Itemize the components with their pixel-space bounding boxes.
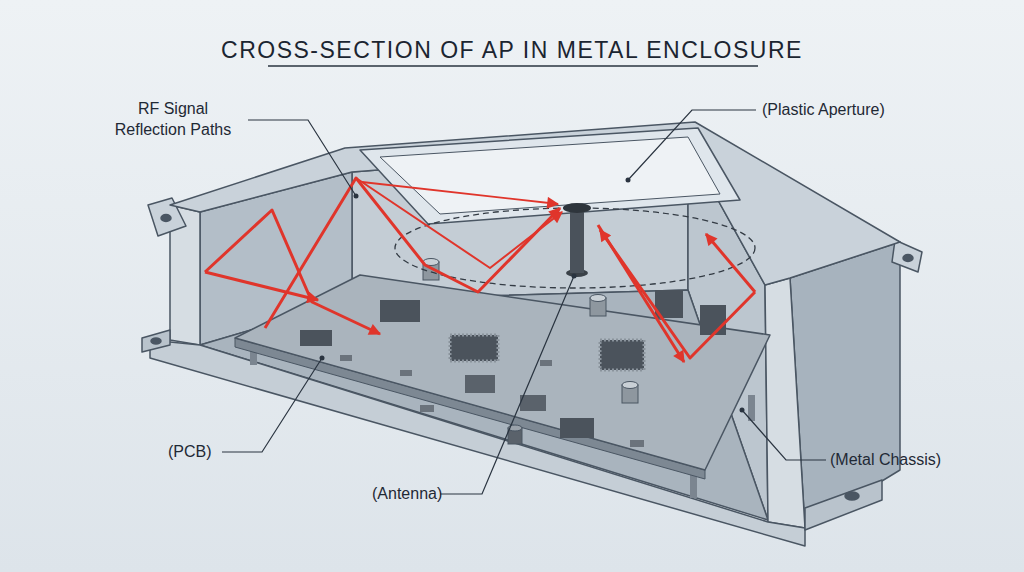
metal-chassis <box>142 122 922 546</box>
chassis-top-rim <box>170 122 900 285</box>
leader-dot <box>354 194 359 199</box>
pcb <box>235 259 770 499</box>
leader-line <box>222 358 322 452</box>
rf-path <box>205 210 380 334</box>
leader-dots <box>320 178 745 413</box>
leader-dot <box>572 274 577 279</box>
capacitor <box>622 382 638 389</box>
plastic-aperture <box>360 128 740 224</box>
leader-dot <box>740 408 745 413</box>
mounting-hole <box>903 255 913 262</box>
antenna-rod <box>570 208 584 273</box>
chip <box>465 375 495 393</box>
leader-dot <box>320 356 325 361</box>
part-label: (Antenna) <box>372 483 442 504</box>
smd-part <box>340 355 352 361</box>
smd-part <box>630 440 644 447</box>
leader-line <box>742 410 826 460</box>
chip <box>300 330 332 346</box>
aperture-frame <box>360 128 740 224</box>
chip <box>450 335 498 361</box>
part-label: (PCB) <box>168 441 212 462</box>
mounting-flange <box>142 330 170 352</box>
mounting-hole <box>151 338 161 344</box>
smd-part <box>400 370 412 376</box>
part-label: (Metal Chassis) <box>830 449 941 470</box>
chip <box>560 418 594 438</box>
rf-path <box>356 178 562 268</box>
antenna-cap <box>563 203 591 213</box>
chip <box>380 300 420 322</box>
rf-path <box>265 178 560 328</box>
rf-path <box>706 234 755 292</box>
mounting-hole <box>161 215 171 222</box>
antenna-illustration <box>563 203 591 277</box>
title-underline <box>268 65 758 67</box>
smd-part <box>420 405 434 412</box>
mounting-flange <box>805 480 882 530</box>
smd-part <box>540 360 552 366</box>
connector <box>700 305 726 335</box>
chip <box>600 340 644 370</box>
leader-lines <box>222 110 826 494</box>
mounting-hole <box>845 492 859 500</box>
rf-path <box>205 272 318 300</box>
leader-line <box>248 120 356 196</box>
chassis-outer-wall <box>790 242 900 528</box>
rf-path <box>600 230 755 358</box>
part-label: RF Signal Reflection Paths <box>103 98 243 140</box>
mounting-flange <box>892 240 922 272</box>
rf-reflection-paths <box>205 178 755 362</box>
leader-dot <box>626 178 631 183</box>
capacitor <box>590 295 606 302</box>
leader-line <box>628 110 756 180</box>
standoff <box>748 395 755 421</box>
diagram-title: CROSS-SECTION OF AP IN METAL ENCLOSURE <box>0 36 1024 64</box>
leader-line <box>440 276 574 494</box>
wall-cut-face <box>765 278 805 528</box>
part-label: (Plastic Aperture) <box>762 99 885 120</box>
chip <box>520 395 546 411</box>
